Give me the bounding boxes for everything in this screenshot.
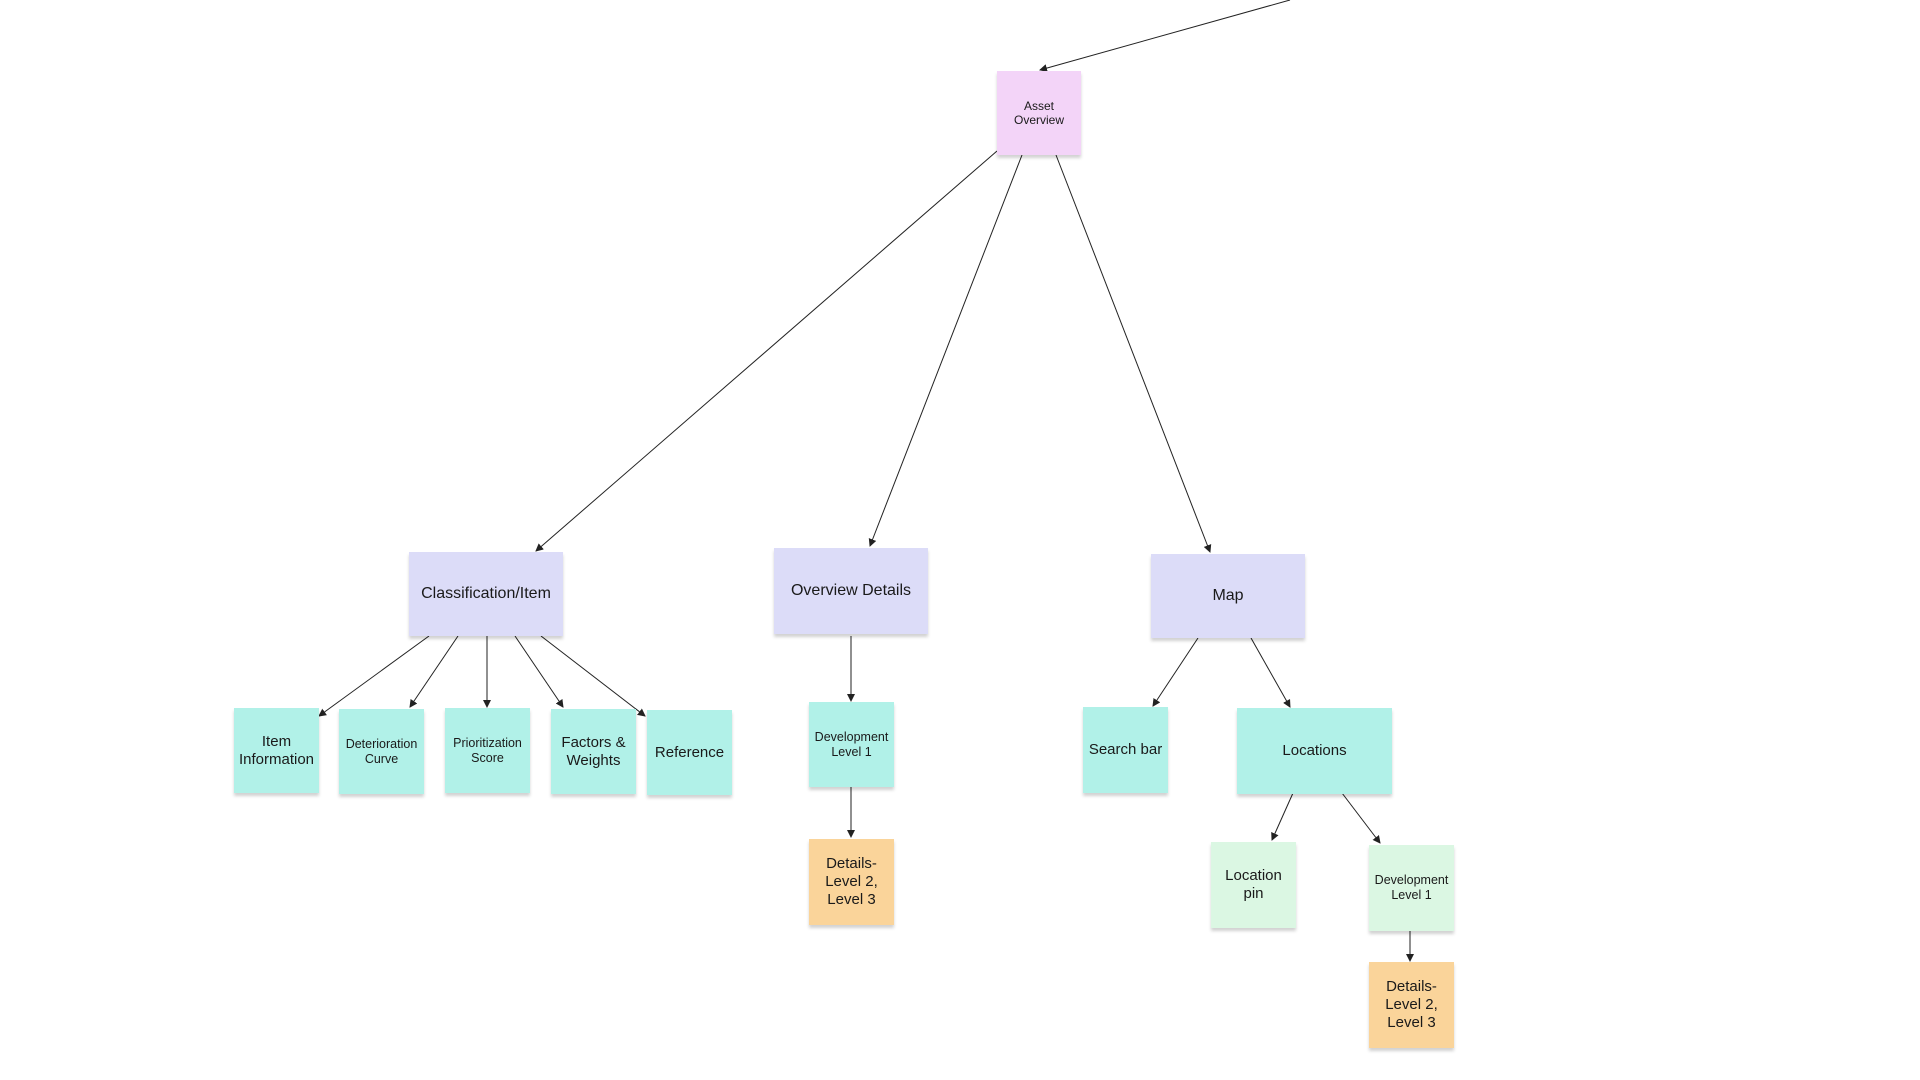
- node-asset-overview[interactable]: Asset Overview: [997, 71, 1081, 155]
- node-label: Deterioration Curve: [345, 736, 418, 766]
- node-overview-details[interactable]: Overview Details: [774, 548, 928, 634]
- node-label: Item Information: [238, 732, 315, 768]
- node-locations[interactable]: Locations: [1237, 708, 1392, 794]
- node-item-information[interactable]: Item Information: [234, 708, 319, 793]
- edge-classification-factors: [514, 635, 564, 708]
- node-label: Map: [1212, 587, 1244, 605]
- edge-asset-classification: [535, 150, 998, 552]
- node-map[interactable]: Map: [1151, 554, 1305, 638]
- node-label: Classification/Item: [421, 585, 551, 603]
- node-label: Prioritization Score: [453, 735, 522, 765]
- edge-asset-map: [1055, 154, 1212, 553]
- node-label: Reference: [654, 743, 725, 761]
- node-label: Details- Level 2, Level 3: [825, 855, 878, 908]
- node-label: Development Level 1: [814, 729, 889, 759]
- node-label: Overview Details: [790, 582, 912, 600]
- node-factors-weights[interactable]: Factors & Weights: [551, 709, 636, 794]
- edge-asset-overview-details: [868, 154, 1023, 547]
- edge-locations-location-pin: [1271, 792, 1294, 841]
- node-label: Factors & Weights: [561, 733, 626, 769]
- edge-map-locations: [1250, 637, 1291, 708]
- edge-classification-item-information: [318, 635, 430, 717]
- node-details-level-2-3-map[interactable]: Details- Level 2, Level 3: [1369, 962, 1454, 1048]
- node-development-level-1-overview[interactable]: Development Level 1: [809, 702, 894, 787]
- node-classification-item[interactable]: Classification/Item: [409, 552, 563, 636]
- edge-classification-deterioration: [409, 635, 459, 708]
- node-label: Development Level 1: [1374, 873, 1449, 902]
- edge-incoming-asset-overview: [1039, 0, 1291, 72]
- node-location-pin[interactable]: Location pin: [1211, 842, 1296, 928]
- node-label: Details- Level 2, Level 3: [1385, 978, 1438, 1031]
- edge-classification-reference: [540, 635, 646, 717]
- node-label: Location pin: [1225, 867, 1282, 902]
- node-label: Search bar: [1088, 741, 1163, 758]
- node-deterioration-curve[interactable]: Deterioration Curve: [339, 709, 424, 794]
- edge-locations-development: [1341, 792, 1381, 844]
- node-details-level-2-3-overview[interactable]: Details- Level 2, Level 3: [809, 839, 894, 925]
- node-development-level-1-map[interactable]: Development Level 1: [1369, 845, 1454, 931]
- node-label: Asset Overview: [1013, 98, 1064, 127]
- edge-map-search-bar: [1152, 637, 1199, 707]
- node-prioritization-score[interactable]: Prioritization Score: [445, 708, 530, 793]
- node-reference[interactable]: Reference: [647, 710, 732, 795]
- node-label: Locations: [1282, 742, 1347, 759]
- node-search-bar[interactable]: Search bar: [1083, 707, 1168, 793]
